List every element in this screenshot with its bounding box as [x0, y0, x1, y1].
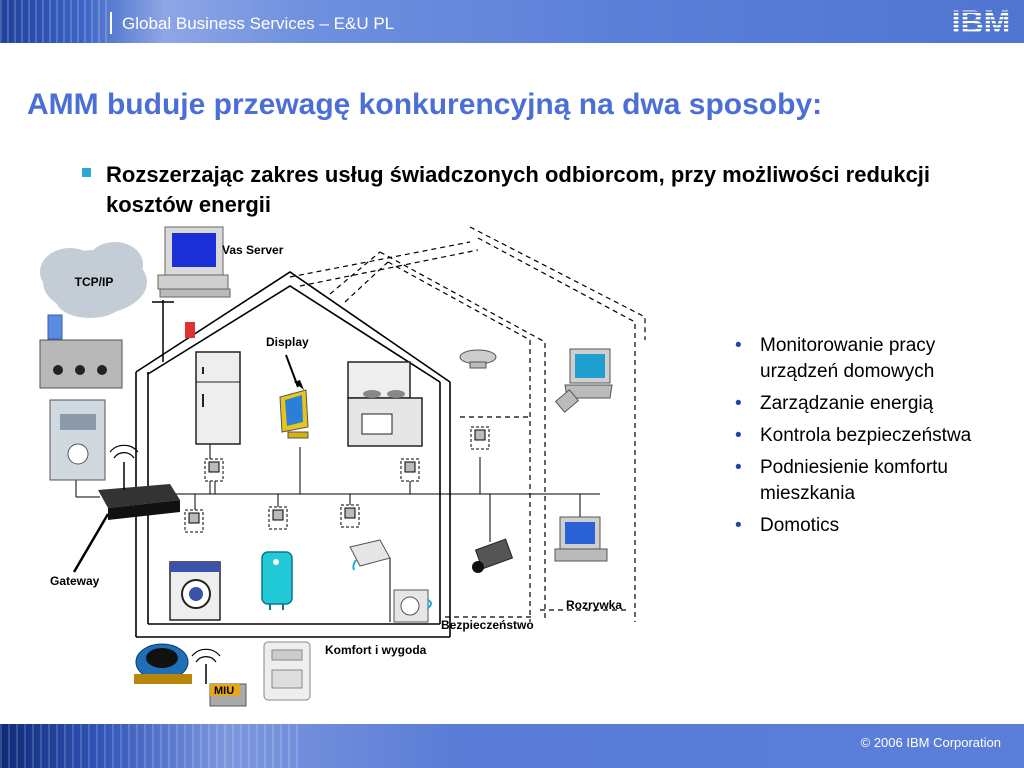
komfort-label: Komfort i wygoda — [325, 643, 427, 657]
header-bar: Global Business Services – E&U PL IBM — [0, 0, 1024, 43]
bullet-icon: • — [735, 335, 742, 356]
display-panel-icon — [279, 389, 309, 439]
list-item: •Podniesienie komfortu mieszkania — [735, 457, 948, 504]
benefits-list: •Monitorowanie pracy urządzeń domowych •… — [735, 333, 1015, 545]
footer-bar: © 2006 IBM Corporation — [0, 724, 1024, 768]
handheld-device-icon — [47, 314, 63, 340]
washing-machine-icon — [169, 561, 221, 621]
smart-outlet-icon — [184, 509, 204, 533]
stove-icon — [347, 361, 423, 447]
home-network-diagram: TCP/IP Vas Server Gateway Display — [39, 226, 646, 707]
gateway-label: Gateway — [50, 574, 100, 588]
electric-meter-icon — [49, 399, 106, 481]
water-heater-icon — [261, 551, 293, 610]
copyright-text: © 2006 IBM Corporation — [860, 735, 1001, 750]
main-bullet-text: Rozszerzając zakres usług świadczonych o… — [106, 162, 931, 217]
meter-panel-icon — [39, 339, 123, 389]
list-item: •Monitorowanie pracy urządzeń domowych — [735, 335, 936, 382]
list-item: •Kontrola bezpieczeństwa — [735, 423, 1015, 449]
bezpieczenstwo-label: Bezpieczeństwo — [441, 618, 534, 632]
ibm-logo: IBM — [952, 5, 1011, 37]
rozrywka-label: Rozrywka — [566, 598, 622, 612]
smoke-detector-icon — [459, 349, 497, 369]
chimney-icon — [185, 322, 195, 338]
security-panel-icon — [393, 589, 432, 623]
ibm-logo-text: IBM — [952, 5, 1011, 37]
smart-outlet-icon — [470, 426, 490, 450]
header-text: Global Business Services – E&U PL — [122, 14, 395, 33]
smart-outlet-icon — [268, 506, 288, 530]
list-item: •Zarządzanie energią — [735, 391, 1015, 417]
computer-icon — [554, 516, 608, 562]
slide-title: AMM buduje przewagę konkurencyjną na dwa… — [27, 88, 823, 121]
footer-stripes — [0, 724, 300, 768]
list-item: •Domotics — [735, 513, 1015, 539]
wireless-signal-icon — [109, 444, 139, 459]
entertainment-computer-icon — [554, 348, 613, 413]
fridge-icon — [195, 351, 241, 445]
display-label: Display — [266, 335, 309, 349]
heating-valve-icon — [349, 539, 391, 622]
water-meter-icon — [134, 643, 192, 684]
tcpip-cloud: TCP/IP — [40, 242, 147, 318]
bullet-icon: • — [735, 515, 742, 536]
roof-antenna-icon — [152, 300, 174, 362]
header-divider — [110, 12, 112, 34]
gateway-router-icon — [98, 462, 180, 520]
bullet-icon: • — [735, 425, 742, 446]
bullet-icon: • — [735, 393, 742, 414]
header-stripes — [0, 0, 110, 43]
gas-meter-icon — [263, 641, 311, 701]
smart-outlet-icon — [204, 458, 224, 482]
smart-outlet-icon — [400, 458, 420, 482]
tcpip-label: TCP/IP — [75, 275, 114, 289]
smart-outlet-icon — [340, 504, 360, 528]
miu-wireless-icon — [191, 648, 221, 663]
vas-server-computer-icon — [157, 226, 231, 298]
vas-server-label: Vas Server — [222, 243, 284, 257]
security-camera-icon — [472, 538, 514, 573]
bullet-square-icon — [82, 168, 91, 177]
bullet-icon: • — [735, 457, 742, 478]
miu-label: MIU — [214, 685, 234, 697]
